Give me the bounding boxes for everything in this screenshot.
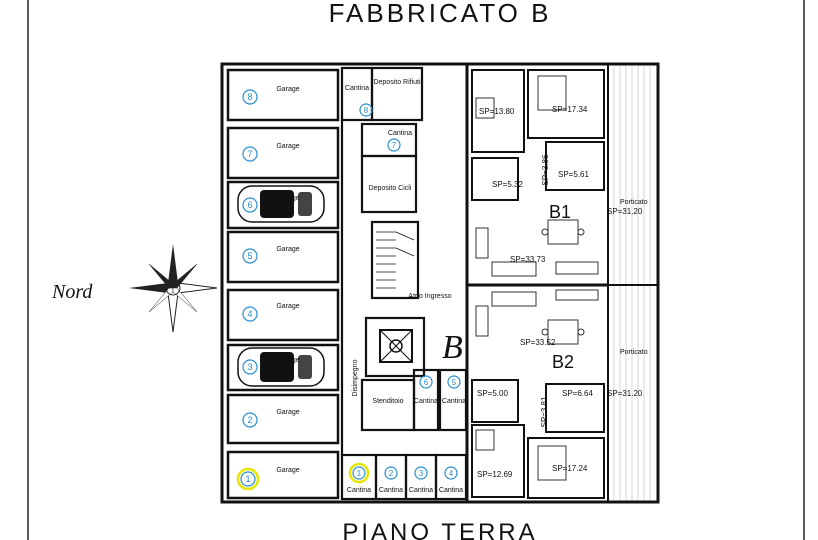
cantina-number: 5	[452, 378, 457, 387]
room-label: Deposito Cicli	[369, 185, 412, 192]
area-label: SP=31.20	[607, 207, 643, 216]
highlight-ring	[236, 467, 260, 491]
furniture	[475, 75, 599, 481]
area-label: SP=3.86	[541, 154, 550, 185]
cantina-label: Cantina	[414, 398, 438, 405]
garage-number: 2	[247, 415, 252, 425]
cantina-label: Cantina	[442, 398, 466, 405]
room-label: Stenditoio	[372, 398, 403, 405]
garage-marker	[242, 248, 258, 264]
cantina-marker	[352, 466, 366, 480]
area-label: SP=12.69	[477, 470, 513, 479]
compass-rose-icon	[129, 244, 218, 333]
garage-label: Garage	[276, 195, 299, 202]
building-letter: B	[442, 329, 463, 366]
garage-number: 8	[247, 92, 252, 102]
garage-label: Garage	[276, 246, 299, 253]
garage-label: Garage	[276, 86, 299, 93]
apartment-walls	[467, 69, 608, 499]
garage-marker	[242, 359, 258, 375]
service-walls	[340, 66, 468, 501]
cantina-marker	[419, 375, 433, 389]
garage-number: 4	[247, 309, 252, 319]
porch-hatch	[613, 66, 651, 500]
cantina-number: 6	[424, 378, 429, 387]
building-outline	[220, 62, 660, 504]
room-label: Disimpegno	[352, 359, 359, 396]
garage-label: Garage	[276, 303, 299, 310]
area-label: SP=5.00	[477, 389, 508, 398]
area-label: SP=5.32	[492, 180, 523, 189]
unit-label-b2: B2	[552, 352, 574, 372]
garage-number: 7	[247, 149, 252, 159]
cantina-number: 2	[389, 469, 394, 478]
cantina-number: 4	[449, 469, 454, 478]
stair-treads	[376, 231, 415, 289]
car-icon	[237, 347, 325, 387]
cantina-number: 7	[392, 141, 397, 150]
garage-label: Garage	[276, 409, 299, 416]
cantina-marker	[359, 103, 373, 117]
garage-marker	[242, 89, 258, 105]
garage-number: 5	[247, 251, 252, 261]
cantina-label: Cantina	[439, 487, 463, 494]
garage-block	[226, 68, 340, 500]
cantina-label: Cantina	[345, 85, 369, 92]
garage-number: 1	[245, 474, 250, 484]
garage-number: 6	[247, 200, 252, 210]
cantina-marker	[414, 466, 428, 480]
drawing-subtitle: PIANO TERRA	[342, 519, 537, 540]
room-label: Deposito Rifiuti	[373, 79, 421, 86]
compass-label: Nord	[51, 281, 93, 303]
cantina-number: 1	[357, 469, 362, 478]
garage-label: Garage	[276, 467, 299, 474]
drawing-title: FABBRICATO B	[329, 0, 552, 28]
area-label: SP=13.80	[479, 107, 515, 116]
cantina-label: Cantina	[388, 130, 412, 137]
elevator-icon	[379, 329, 413, 363]
cantina-marker	[384, 466, 398, 480]
garage-marker	[242, 197, 258, 213]
cantina-number: 8	[364, 106, 369, 115]
area-label: SP=33.73	[510, 255, 546, 264]
garage-marker	[242, 412, 258, 428]
area-label: SP=6.64	[562, 389, 593, 398]
garage-marker	[240, 471, 256, 487]
cantina-label: Cantina	[347, 487, 371, 494]
area-label: SP=31.20	[607, 389, 643, 398]
cantina-label: Cantina	[409, 487, 433, 494]
garage-marker	[242, 146, 258, 162]
area-label: SP=3.81	[540, 396, 549, 427]
garage-number: 3	[247, 362, 252, 372]
room-label: Atrio Ingresso	[408, 293, 451, 300]
area-label: SP=17.24	[552, 464, 588, 473]
room-label: Porticato	[620, 349, 648, 356]
cantina-marker	[387, 138, 401, 152]
unit-label-b1: B1	[549, 202, 571, 222]
cantina-label: Cantina	[379, 487, 403, 494]
area-label: SP=33.52	[520, 338, 556, 347]
cantina-marker	[447, 375, 461, 389]
cantina-marker	[444, 466, 458, 480]
garage-marker	[242, 306, 258, 322]
area-label: SP=17.34	[552, 105, 588, 114]
garage-label: Garage	[276, 357, 299, 364]
cantina-number: 3	[419, 469, 424, 478]
area-label: SP=5.61	[558, 170, 589, 179]
car-icon	[237, 185, 325, 223]
garage-label: Garage	[276, 143, 299, 150]
highlight-ring	[348, 462, 370, 484]
room-label: Porticato	[620, 199, 648, 206]
